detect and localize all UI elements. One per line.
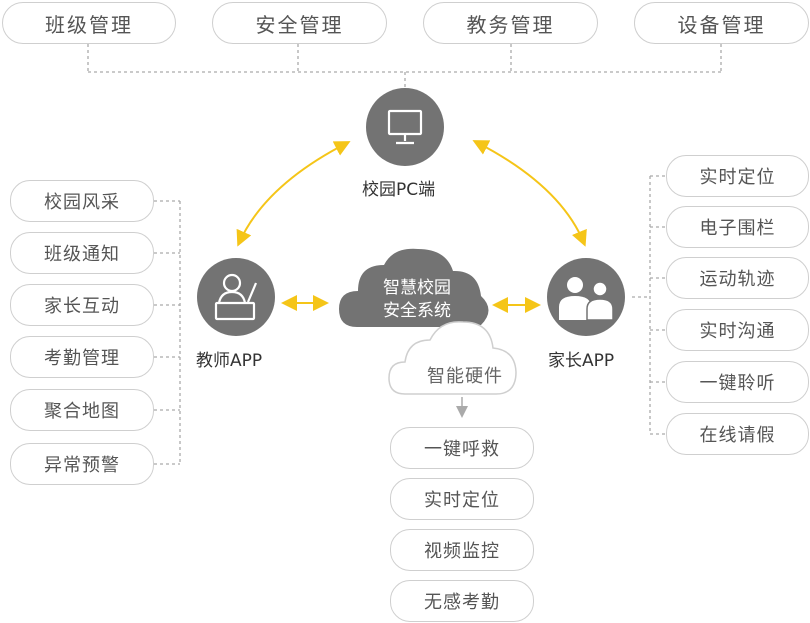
teacher-feature: 异常预警: [10, 443, 154, 485]
right-bracket: [632, 175, 666, 435]
pc-label: 校园PC端: [362, 180, 436, 200]
module-class: 班级管理: [2, 2, 176, 44]
parent-feature: 实时定位: [666, 155, 809, 197]
parent-feature: 一键聆听: [666, 361, 809, 403]
parents-icon: [559, 277, 614, 321]
center-cloud-line1: 智慧校园: [383, 278, 451, 298]
hardware-feature: 视频监控: [390, 529, 534, 571]
module-academic: 教务管理: [423, 2, 598, 44]
left-bracket: [154, 200, 181, 465]
module-safety: 安全管理: [212, 2, 387, 44]
center-cloud-line2: 安全系统: [383, 301, 451, 321]
pc-node: [366, 88, 444, 166]
module-device: 设备管理: [634, 2, 809, 44]
sync-arrows: [236, 140, 587, 313]
parent-feature: 运动轨迹: [666, 257, 809, 299]
teacher-node: [197, 258, 275, 336]
parent-feature: 电子围栏: [666, 206, 809, 248]
parent-label: 家长APP: [548, 351, 615, 371]
top-bracket: [87, 44, 722, 88]
hardware-cloud: [388, 321, 517, 395]
teacher-feature: 聚合地图: [10, 389, 154, 431]
teacher-icon: [214, 273, 258, 321]
hardware-cloud-label: 智能硬件: [427, 366, 503, 387]
parent-node: [547, 258, 625, 336]
teacher-feature: 校园风采: [10, 180, 154, 222]
center-cloud: [339, 248, 489, 327]
teacher-label: 教师APP: [196, 351, 263, 371]
teacher-feature: 考勤管理: [10, 336, 154, 378]
parent-feature: 在线请假: [666, 413, 809, 455]
hardware-feature: 无感考勤: [390, 580, 534, 622]
hardware-feature: 实时定位: [390, 478, 534, 520]
teacher-feature: 班级通知: [10, 232, 154, 274]
teacher-feature: 家长互动: [10, 284, 154, 326]
hardware-feature: 一键呼救: [390, 427, 534, 469]
parent-feature: 实时沟通: [666, 309, 809, 351]
monitor-icon: [387, 109, 423, 145]
